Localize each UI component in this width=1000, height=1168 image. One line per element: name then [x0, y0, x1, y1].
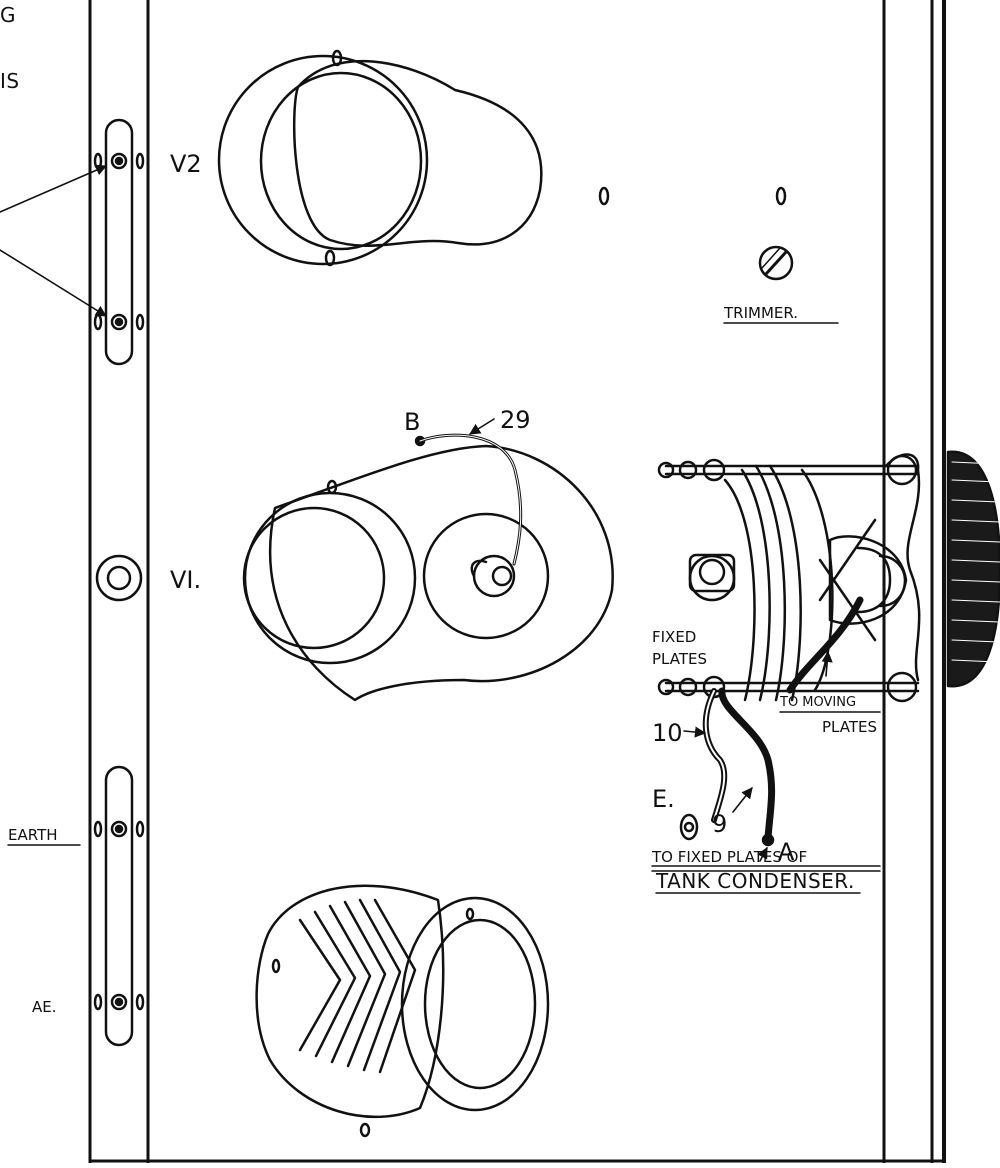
mounting-screws	[598, 186, 787, 206]
label-a: A	[778, 838, 795, 866]
panel-frame	[88, 0, 946, 1165]
label-fixed-plates: PLATES	[652, 650, 707, 668]
tuning-condenser	[657, 453, 921, 703]
wire-29	[414, 418, 523, 566]
label-corner-mid: IS	[0, 69, 20, 93]
label-corner-top: G	[0, 3, 16, 27]
trimmer	[758, 245, 794, 281]
label-underlines	[7, 711, 881, 894]
condenser-knob	[946, 450, 1000, 688]
label-wire-29: 29	[500, 406, 531, 434]
label-fixed: FIXED	[652, 628, 696, 646]
label-wire-9: 9	[712, 810, 727, 838]
labels: G IS V2 VI. TRIMMER. B 29 FIXED PLATES T…	[0, 3, 877, 1016]
valve-v2	[217, 49, 543, 267]
wire-9	[718, 687, 776, 862]
label-fixed-plates-of: TO FIXED PLATES OF	[651, 848, 807, 866]
label-e: E.	[652, 785, 675, 813]
valve-v1	[242, 444, 614, 702]
grommet	[95, 554, 143, 602]
leader-arrows	[0, 164, 108, 317]
wire-moving-plates	[786, 596, 864, 694]
coil-former	[255, 884, 550, 1138]
label-tank-condenser: TANK CONDENSER.	[655, 869, 855, 893]
label-to-moving: TO MOVING	[779, 695, 856, 710]
label-wire-10: 10	[652, 719, 683, 747]
label-moving-plates: PLATES	[822, 718, 877, 736]
label-ae: AE.	[32, 998, 57, 1016]
wire-10	[679, 688, 728, 841]
terminal-strip-v2	[93, 118, 145, 366]
terminal-strip-earth-ae	[93, 765, 145, 1047]
label-trimmer: TRIMMER.	[723, 304, 798, 322]
label-b: B	[404, 408, 420, 436]
label-earth: EARTH	[8, 826, 58, 844]
label-v1: VI.	[170, 566, 201, 594]
label-v2: V2	[170, 150, 202, 178]
